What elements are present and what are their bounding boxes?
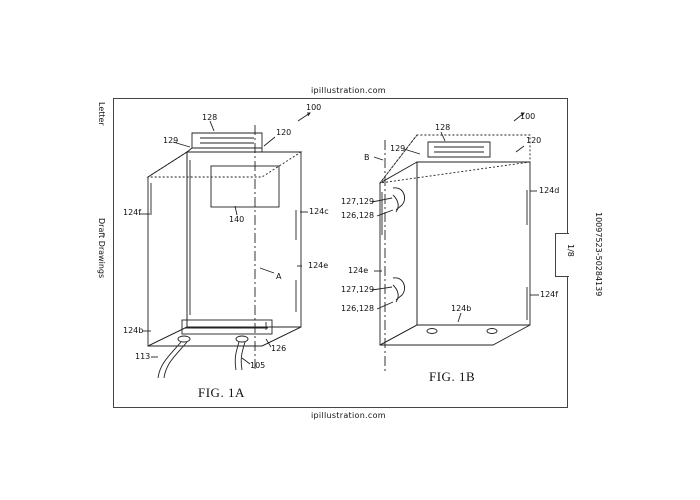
fig-1a-label-124e: 124e <box>308 261 329 270</box>
fig-1a-label-120: 120 <box>276 128 292 137</box>
fig-1b-label-124d: 124d <box>539 186 560 195</box>
fig-1b-label-B: B <box>364 153 370 162</box>
site-watermark-bottom: ipillustration.com <box>311 411 386 420</box>
fig-1a-drawing <box>139 112 311 379</box>
fig-1a-label-124c: 124c <box>309 207 329 216</box>
fig-1a-label-113: 113 <box>135 352 151 361</box>
page-tab <box>555 233 569 277</box>
fig-1a-label-105: 105 <box>250 361 266 370</box>
fig-1a-label-124b: 124b <box>123 326 144 335</box>
fig-1a-label-128: 128 <box>202 113 218 122</box>
fig-1b-label-127-129-upper: 127,129 <box>341 197 375 206</box>
fig-1b-label-126-128-lower: 126,128 <box>341 304 375 313</box>
fig-1a-label-126: 126 <box>271 344 287 353</box>
fig-1b-label-124b: 124b <box>451 304 472 313</box>
fig-1b-label-124f: 124f <box>540 290 559 299</box>
fig-1b-ref-100: 100 <box>520 112 536 121</box>
fig-1a-label-129: 129 <box>163 136 179 145</box>
fig-1a-ref-100: 100 <box>306 103 322 112</box>
fig-1b-label-129: 129 <box>390 144 406 153</box>
fig-1b-label-128: 128 <box>435 123 451 132</box>
fig-1b-drawing <box>371 112 539 372</box>
fig-1a-caption: FIG. 1A <box>198 385 245 400</box>
fig-1b-label-120: 120 <box>526 136 542 145</box>
fig-1a-label-124f: 124f <box>123 208 142 217</box>
fig-1a-label-A: A <box>276 272 282 281</box>
fig-1b-label-126-128-upper: 126,128 <box>341 211 375 220</box>
fig-1b-label-124e: 124e <box>348 266 369 275</box>
fig-1a-label-140: 140 <box>229 215 245 224</box>
fig-1b-label-127-129-lower: 127,129 <box>341 285 375 294</box>
site-watermark-top: ipillustration.com <box>311 86 386 95</box>
fig-1b-caption: FIG. 1B <box>429 369 476 384</box>
